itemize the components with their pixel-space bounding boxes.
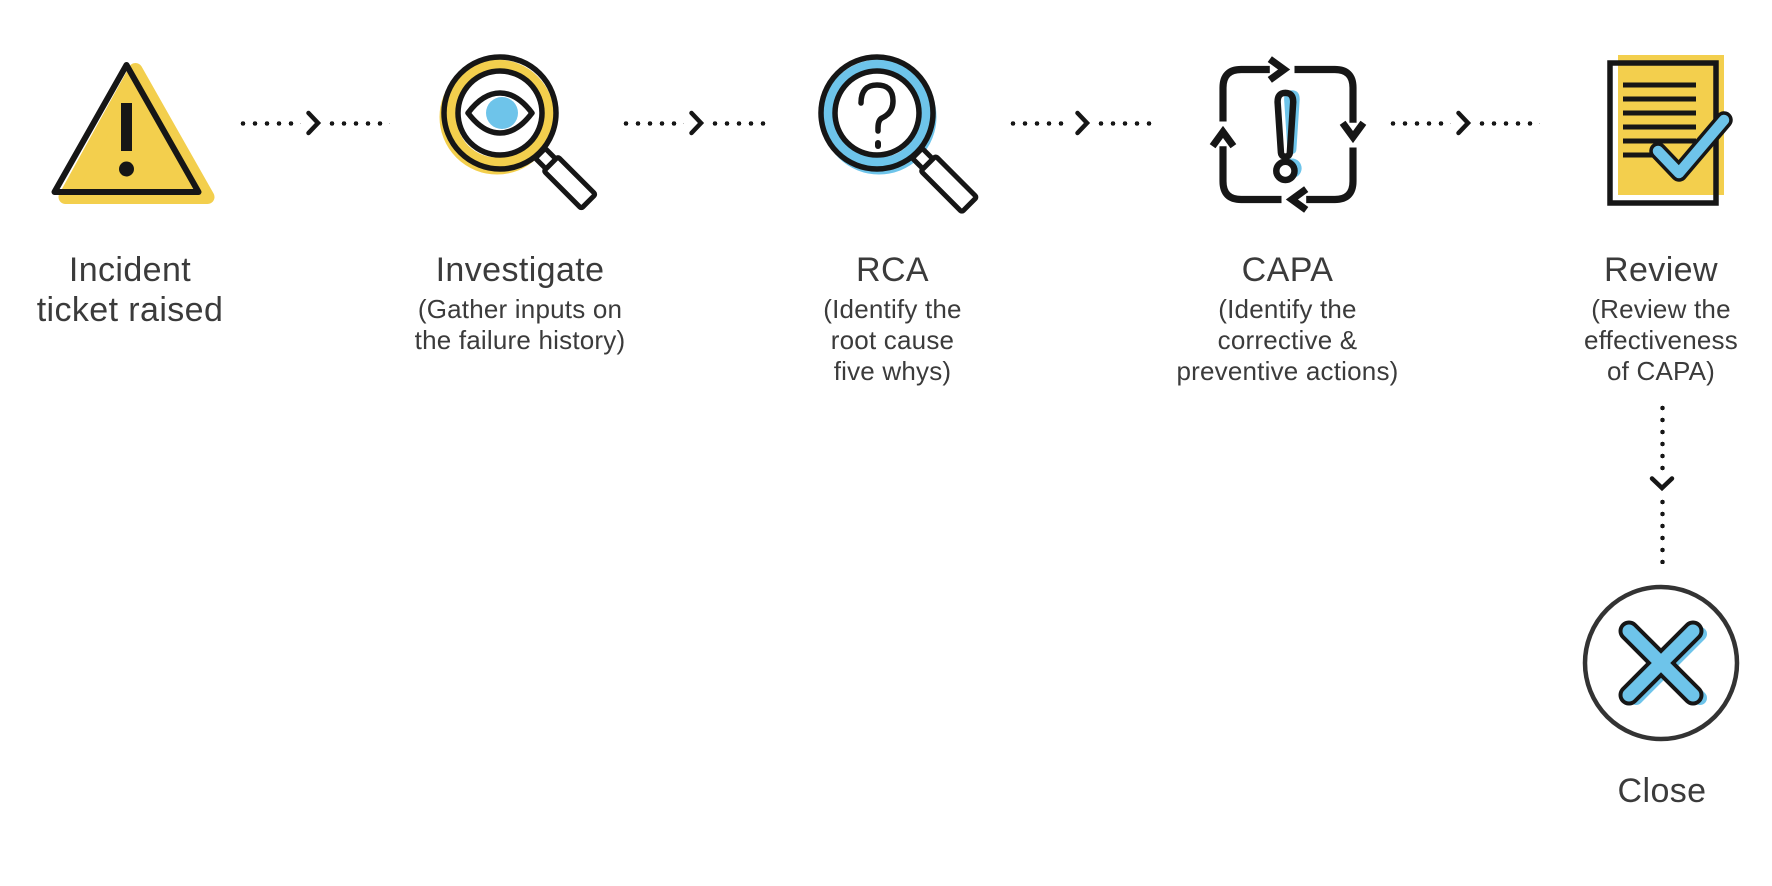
dotted-line [1094,120,1157,126]
step-title: CAPA [1241,251,1334,289]
dotted-line [1476,120,1540,126]
magnifier-question-icon [817,54,978,214]
flow-step-capa: CAPA (Identify the corrective & preventi… [1125,45,1450,387]
magnifier-eye-icon [439,54,598,211]
step-icon-box [1125,45,1450,250]
dotted-arrow-connector-down [1649,402,1675,564]
step-title: Incident ticket raised [36,251,224,329]
dotted-line [237,120,301,126]
dotted-line [1659,402,1665,471]
step-title: Investigate [435,251,605,289]
dotted-line [1659,495,1665,564]
flow-step-close [1576,578,1746,753]
dotted-line [620,120,684,126]
step-subtitle: (Gather inputs on the failure history) [414,294,626,355]
step-title: RCA [856,251,929,289]
step-subtitle: (Identify the corrective & preventive ac… [1176,294,1399,386]
dotted-line [708,120,772,126]
dotted-line [1007,120,1070,126]
flow-step-incident: Incident ticket raised [5,45,255,330]
dotted-line [1387,120,1451,126]
capa-loop-icon [1209,56,1366,213]
flow-step-rca: RCA (Identify the root cause five whys) [745,45,1040,387]
arrow-chevron-right-icon [1074,110,1090,136]
step-icon-box [5,45,255,250]
step-title: Review [1604,251,1718,289]
step-icon-box [1550,45,1772,250]
step-title: Close [1617,772,1707,810]
document-check-icon [1607,55,1733,206]
arrow-chevron-right-icon [1456,110,1472,136]
step-icon-box [360,45,680,250]
flow-step-investigate: Investigate (Gather inputs on the failur… [360,45,680,356]
arrow-chevron-right-icon [306,110,322,136]
step-subtitle: (Identify the root cause five whys) [823,294,962,386]
flow-step-review: Review (Review the effectiveness of CAPA… [1550,45,1772,387]
dotted-arrow-connector [620,110,772,136]
dotted-arrow-connector [1007,110,1157,136]
arrow-chevron-down-icon [1649,475,1675,491]
arrow-chevron-right-icon [688,110,704,136]
warning-triangle-icon [51,62,215,204]
dotted-arrow-connector [237,110,390,136]
close-x-icon [1582,584,1740,742]
step-subtitle: (Review the effectiveness of CAPA) [1584,294,1738,386]
dotted-line [326,120,390,126]
step-icon-box [745,45,1040,250]
dotted-arrow-connector [1387,110,1540,136]
